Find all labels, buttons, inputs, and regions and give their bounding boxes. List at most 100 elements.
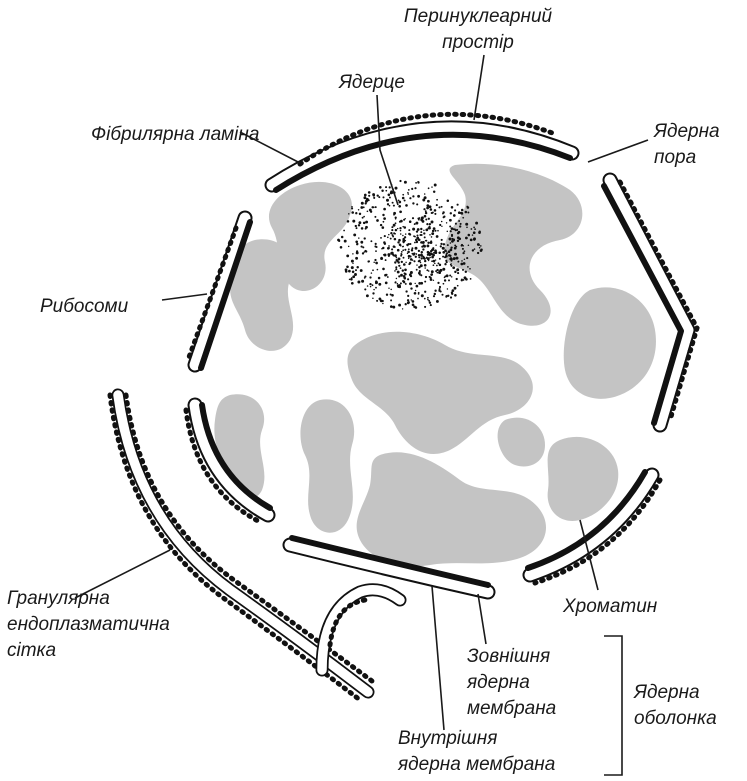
nucleolus-granule [346, 254, 349, 257]
nucleolus-granule [418, 250, 420, 252]
nucleolus-granule [438, 251, 441, 254]
nucleolus-granule [416, 264, 417, 265]
nucleolus-granule [384, 235, 386, 237]
nucleolus-granule [362, 217, 364, 219]
nucleolus-granule [372, 193, 375, 196]
nucleolus-granule [431, 212, 433, 214]
nucleolus-granule [404, 226, 407, 229]
nucleolus-granule [382, 268, 385, 271]
nucleolus-granule [469, 268, 471, 270]
nucleolus-granule [480, 249, 483, 252]
nucleolus-granule [429, 223, 431, 225]
nucleolus-granule [454, 253, 457, 256]
nucleolus-granule [376, 300, 378, 302]
nucleolus-granule [366, 294, 369, 297]
nucleolus-granule [417, 228, 420, 231]
nucleolus-granule [387, 276, 389, 278]
nucleolus-granule [472, 249, 474, 251]
nucleolus-granule [361, 280, 364, 283]
nucleolus-granule [449, 238, 452, 241]
nucleolus-granule [401, 261, 403, 263]
nucleolus-granule [457, 285, 459, 287]
nucleolus-granule [403, 219, 405, 221]
nucleolus-granule [408, 263, 410, 265]
nucleolus-granule [363, 196, 366, 199]
nucleolus-granule [400, 282, 402, 284]
nucleolus-granule [464, 258, 466, 260]
nucleolus-granule [421, 294, 424, 297]
nucleolus-granule [451, 206, 454, 209]
nucleolus-granule [442, 247, 445, 250]
nucleolus-granule [398, 205, 401, 208]
nucleolus-granule [467, 266, 469, 268]
nucleolus-granule [463, 262, 466, 265]
nucleolus-granule [415, 247, 418, 250]
nucleolus-granule [414, 236, 416, 238]
nucleolus-granule [426, 223, 428, 225]
nucleolus-granule [441, 221, 443, 223]
nucleolus-granule [437, 282, 439, 284]
nucleolus-granule [442, 256, 444, 258]
nucleolus-granule [473, 231, 476, 234]
nucleolus-granule [433, 227, 436, 230]
chromatin-regions [214, 164, 656, 567]
nucleolus-granule [439, 264, 442, 267]
nucleolus-granule [358, 224, 360, 226]
nucleolus-granule [434, 184, 436, 186]
nucleolus-granule [436, 204, 438, 206]
nucleolus-granule [427, 200, 430, 203]
nucleolus-granule [385, 259, 387, 261]
nucleolus-granule [420, 218, 423, 221]
nucleolus-granule [364, 277, 366, 279]
nucleolus-granule [444, 279, 446, 281]
nucleolus-granule [382, 300, 384, 302]
nucleolus-granule [439, 286, 441, 288]
nucleolus-granule [424, 298, 426, 300]
nucleolus-granule [397, 241, 399, 243]
nucleolus-granule [374, 216, 376, 218]
nucleolus-granule [465, 223, 468, 226]
nucleolus-granule [369, 283, 371, 285]
nucleolus-granule [458, 211, 461, 214]
nucleolus-granule [432, 247, 434, 249]
nucleolus-granule [425, 218, 427, 220]
nucleolus-granule [394, 246, 396, 248]
nucleolus-granule [394, 233, 396, 235]
nucleolus-granule [435, 244, 436, 245]
nucleolus-granule [465, 237, 468, 240]
chromatin-blob-top-right [444, 164, 582, 326]
nucleolus-granule [411, 250, 412, 251]
nucleolus-granule [378, 277, 381, 280]
nucleolus-granule [370, 211, 372, 213]
nucleolus-granule [408, 258, 410, 260]
nucleolus-granule [434, 290, 436, 292]
nucleolus-granule [439, 258, 441, 260]
nucleolus-granule [450, 242, 452, 244]
nucleolus-granule [412, 304, 415, 307]
nucleolus-granule [466, 227, 468, 229]
nucleolus-granule [431, 270, 434, 273]
nucleolus-granule [411, 247, 413, 249]
nucleolus-granule [358, 209, 360, 211]
nucleolus-granule [443, 243, 445, 245]
nucleolus-granule [430, 304, 432, 306]
nucleolus-granule [382, 196, 384, 198]
nucleolus-granule [412, 300, 415, 303]
nucleolus-granule [456, 278, 458, 280]
nucleolus-granule [416, 203, 418, 205]
nucleolus-granule [408, 233, 410, 235]
nucleolus-granule [420, 231, 422, 233]
nucleolus-granule [385, 282, 388, 285]
nucleolus-granule [365, 228, 367, 230]
nucleolus-granule [393, 224, 396, 227]
nucleolus-granule [446, 252, 448, 254]
nucleolus-granule [412, 217, 414, 219]
nucleolus-granule [375, 243, 377, 245]
nucleolus-granule [418, 256, 420, 258]
nucleolus-granule [381, 257, 383, 259]
nucleolus-granule [375, 287, 377, 289]
nucleolus-granule [404, 199, 406, 201]
nucleolus-granule [428, 300, 430, 302]
nucleolus-granule [390, 232, 392, 234]
nucleolus-granule [375, 262, 378, 265]
